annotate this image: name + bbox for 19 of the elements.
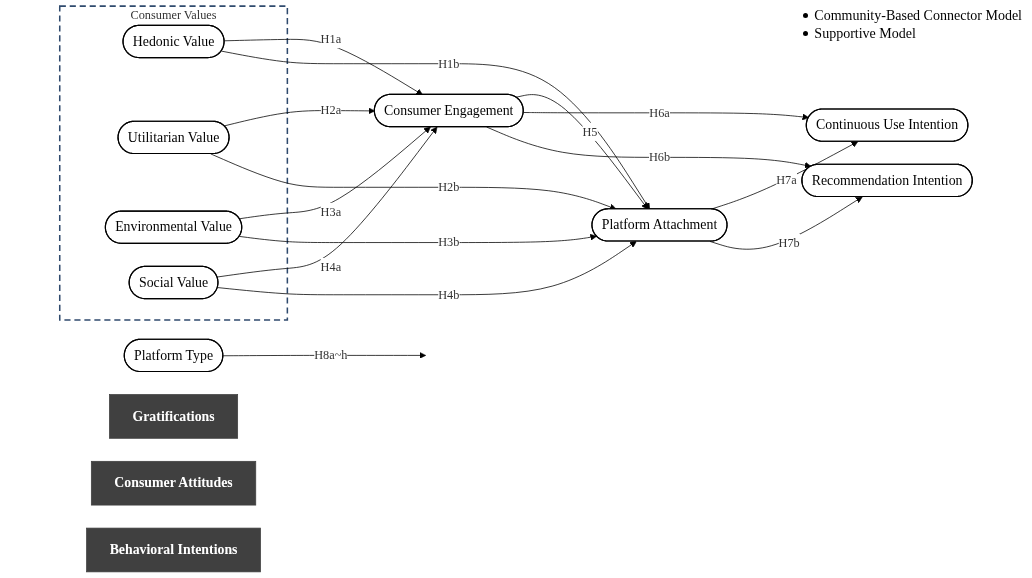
edge-label: H4a bbox=[320, 260, 342, 274]
node-box: Gratifications bbox=[109, 394, 239, 439]
edge-label: H7b bbox=[778, 236, 800, 250]
edge-label: H8a~h bbox=[314, 348, 348, 362]
edge-label: H1a bbox=[320, 32, 342, 46]
edge-label: H2a bbox=[320, 103, 342, 117]
edge-label: H4b bbox=[438, 287, 460, 301]
edge-label: H6a bbox=[649, 105, 670, 119]
edge-label: H7a bbox=[776, 173, 797, 187]
node-box: Consumer Attitudes bbox=[90, 460, 257, 506]
edge-label: H6b bbox=[648, 150, 671, 164]
edge-label: H2b bbox=[438, 180, 460, 194]
edge-label: H1b bbox=[438, 56, 460, 70]
node-box: Behavioral Intentions bbox=[86, 527, 261, 573]
edge-label: H3b bbox=[438, 235, 460, 249]
bullet-note: Community-Based Connector Model bbox=[814, 8, 1022, 23]
edge-label: H3a bbox=[320, 204, 342, 218]
bullet-note: Supportive Model bbox=[814, 26, 916, 41]
edge-label: H5 bbox=[582, 124, 598, 138]
